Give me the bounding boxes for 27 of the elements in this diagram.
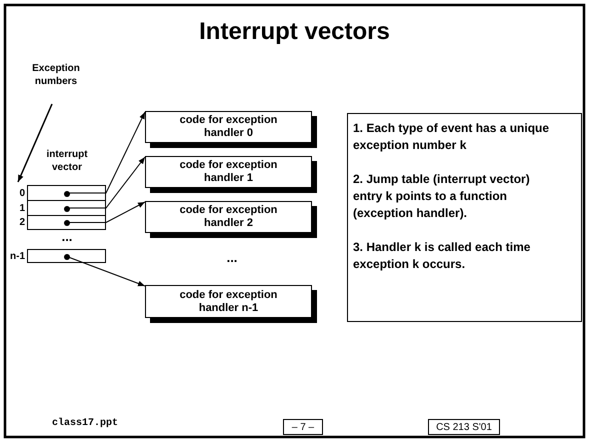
footer-text: CS 213 S'01 [436, 420, 492, 434]
note-text: 2. Jump table (interrupt vector) entry k points to a function (exception handler). [353, 171, 531, 222]
handler-label: code for exception handler 0 [178, 114, 278, 140]
footer-box [428, 419, 500, 435]
handler-label: code for exception handler 2 [178, 204, 278, 230]
handler-label: code for exception handler n-1 [178, 288, 278, 314]
vector-entry-row [27, 215, 106, 230]
row-index: 2 [18, 216, 25, 229]
vector-entry-row [27, 185, 106, 201]
note-text: 1. Each type of event has a unique exception number k [353, 120, 550, 154]
arrow [17, 104, 53, 182]
row-index: 0 [18, 186, 25, 200]
footer-box [283, 419, 323, 435]
handler-label: code for exception handler 1 [178, 159, 278, 185]
footer-text: class17.ppt [50, 417, 119, 430]
vector-entry-row [27, 249, 106, 263]
ellipsis: ... [60, 230, 74, 243]
row-index: 1 [18, 202, 25, 214]
vector-entry-row [27, 200, 106, 216]
notes-box [347, 113, 582, 322]
title: Interrupt vectors [198, 18, 391, 46]
footer-text: – 7 – [292, 420, 314, 434]
table-heading: interrupt vector [45, 148, 89, 174]
label-text: Exception numbers [31, 62, 81, 88]
row-index: n-1 [9, 250, 25, 262]
note-text: 3. Handler k is called each time exception k occurs. [353, 239, 532, 273]
ellipsis: ... [226, 251, 238, 264]
